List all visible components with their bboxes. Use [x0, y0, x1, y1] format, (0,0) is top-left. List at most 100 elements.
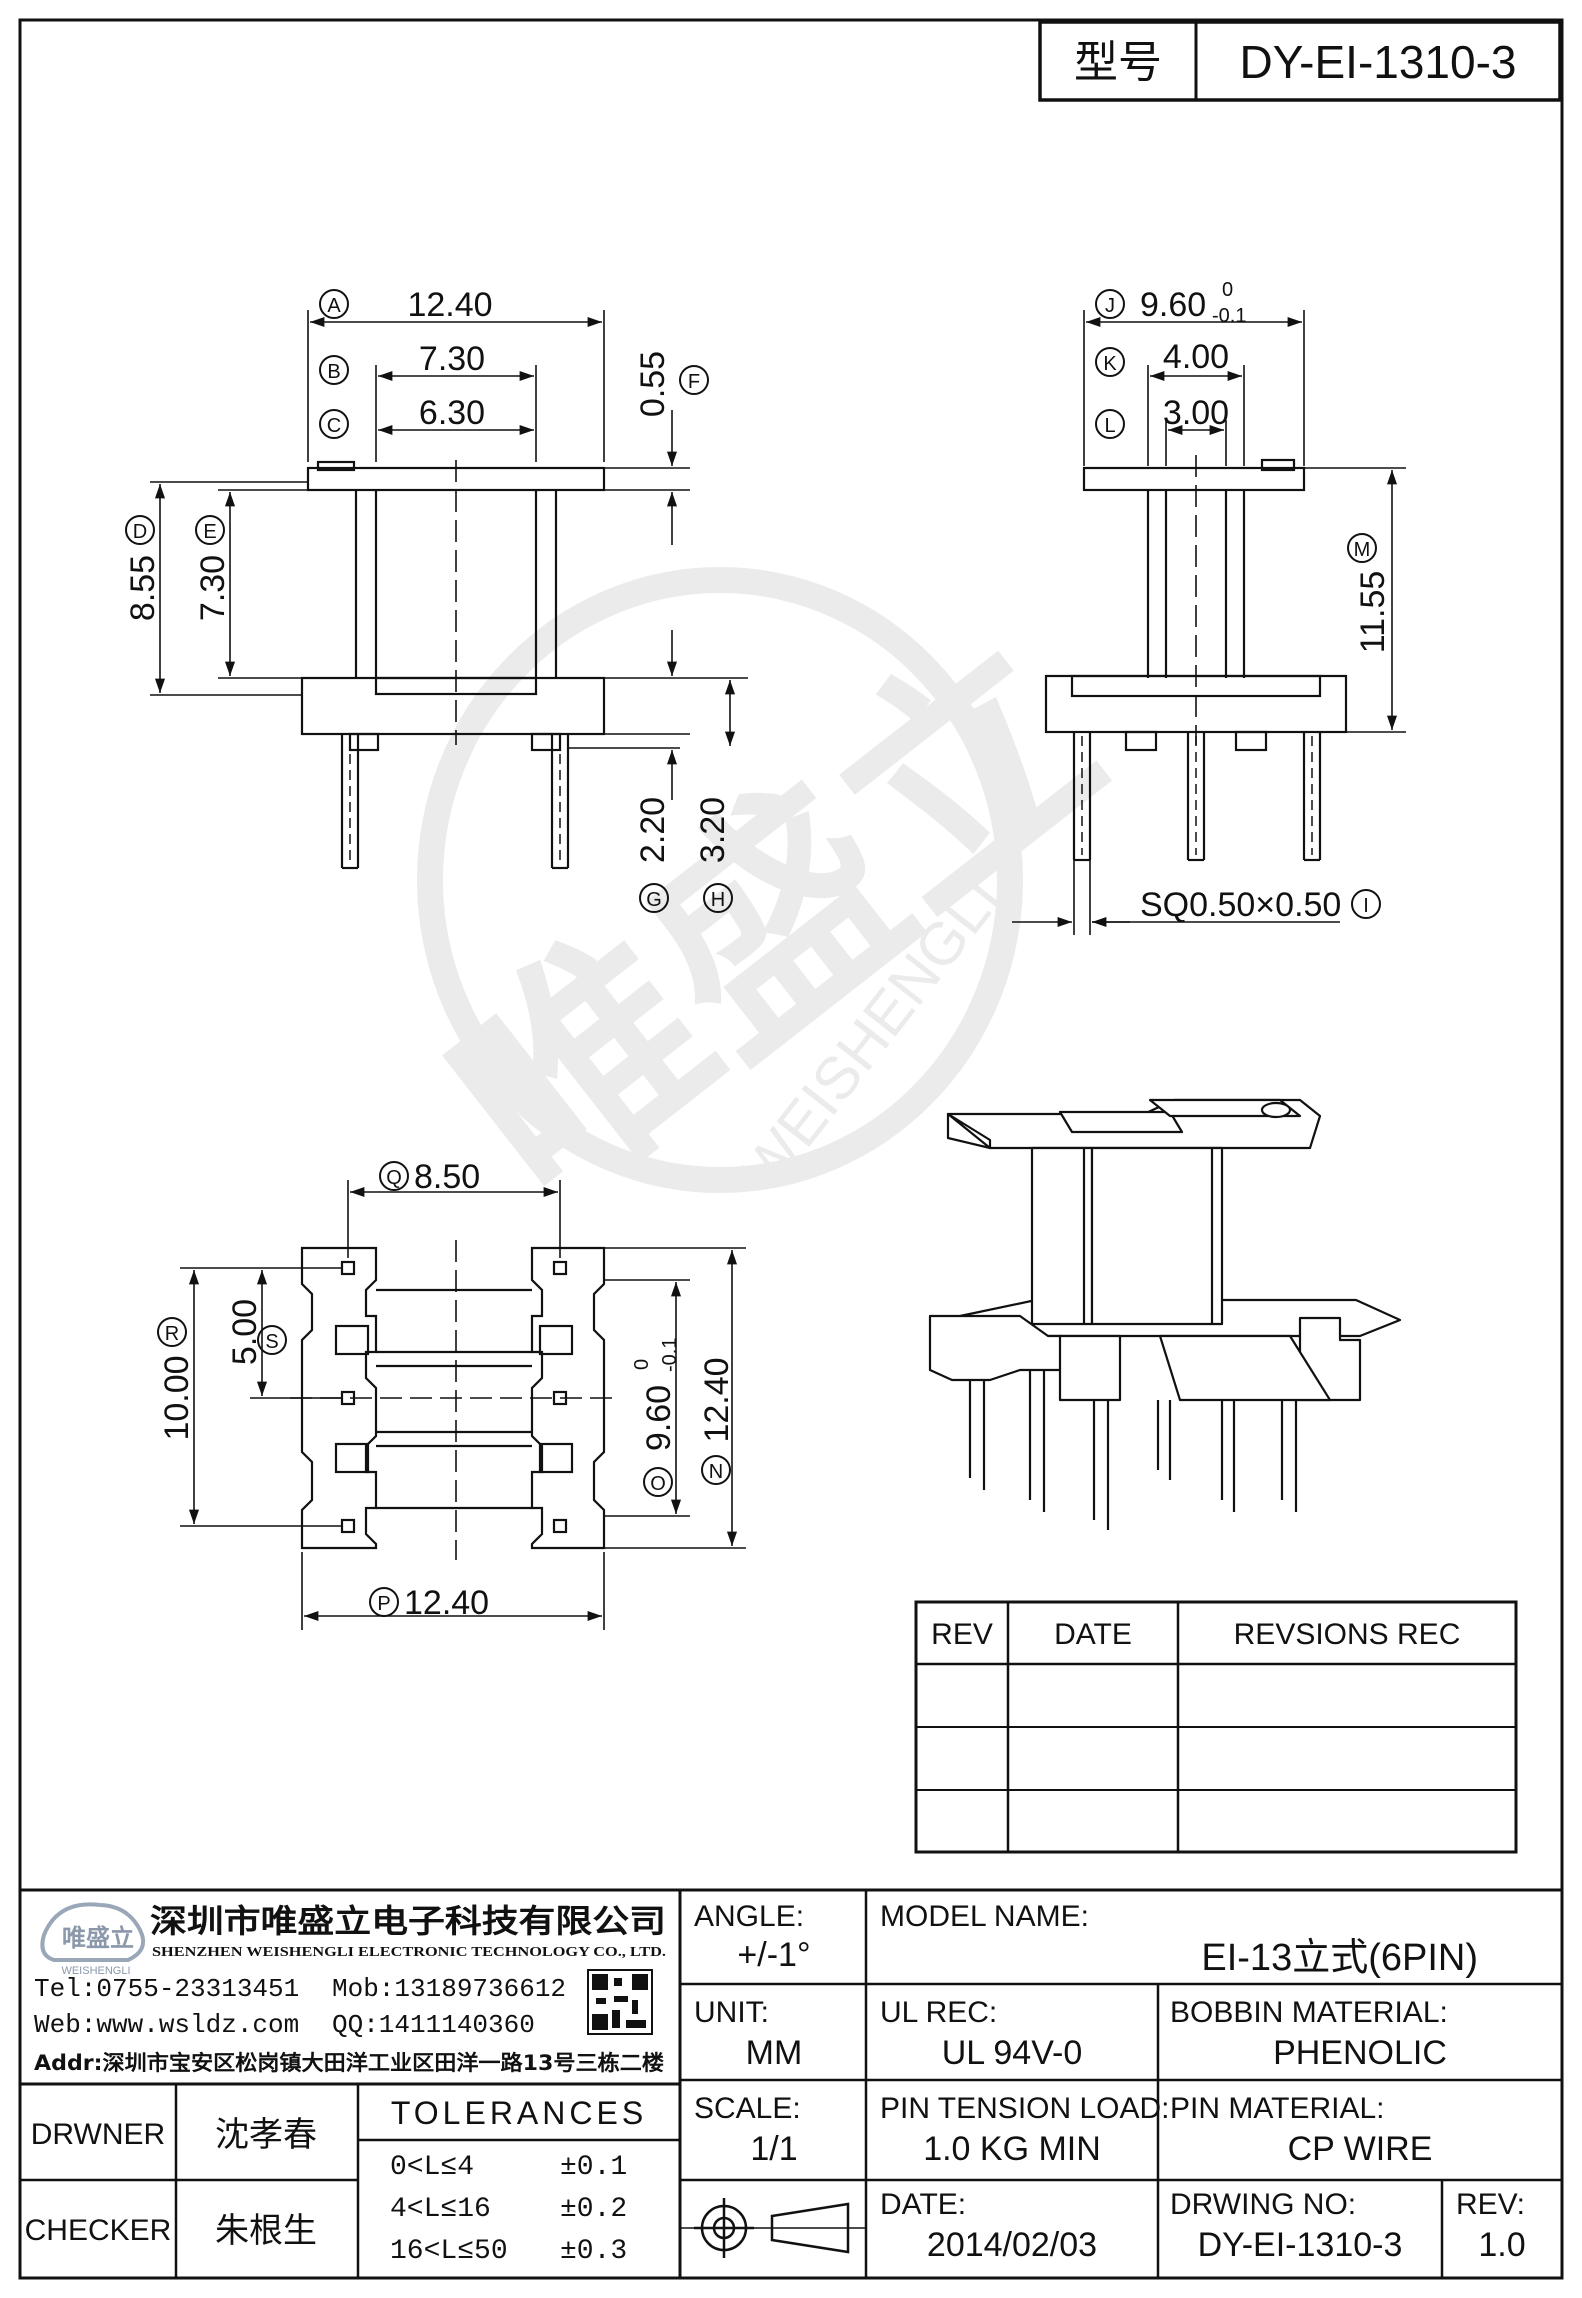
checker-name: 朱根生	[215, 2211, 317, 2251]
bobbin-material-value: PHENOLIC	[1273, 2034, 1447, 2072]
people-block: DRWNER 沈孝春 CHECKER 朱根生	[25, 2115, 317, 2251]
dim-j-tol-lower: -0.1	[1212, 305, 1246, 327]
company-name-en: SHENZHEN WEISHENGLI ELECTRONIC TECHNOLOG…	[152, 1945, 666, 1960]
dim-tag-s: S	[265, 1331, 278, 1353]
model-name-label: MODEL NAME:	[880, 1900, 1089, 1933]
unit-label: UNIT:	[694, 1996, 769, 2029]
rev-label: REV:	[1456, 2188, 1525, 2221]
date-value: 2014/02/03	[927, 2226, 1097, 2264]
dim-n-value: 12.40	[698, 1357, 736, 1442]
pin-material-value: CP WIRE	[1288, 2130, 1433, 2168]
scale-label: SCALE:	[694, 2092, 801, 2125]
dim-s-value: 5.00	[226, 1299, 264, 1365]
bottom-view	[290, 1240, 620, 1560]
angle-value: +/-1°	[737, 1936, 810, 1974]
dim-tag-j: J	[1105, 295, 1115, 317]
company-block: 唯盛立 WEISHENGLI 深圳市唯盛立电子科技有限公司 SHENZHEN W…	[34, 1902, 666, 2075]
dim-tag-l: L	[1104, 415, 1115, 437]
checker-label: CHECKER	[25, 2214, 172, 2247]
drawer-name: 沈孝春	[215, 2115, 317, 2155]
dim-g-value: 2.20	[634, 797, 672, 863]
dim-tag-r: R	[165, 1323, 179, 1345]
tolerance-block: TOLERANCES 0<L≤4 ±0.1 4<L≤16 ±0.2 16<L≤5…	[390, 2095, 647, 2267]
revision-table-headers: REV DATE REVSIONS REC	[931, 1618, 1460, 1651]
dim-tag-i: I	[1363, 895, 1369, 917]
rev-value: 1.0	[1478, 2226, 1525, 2264]
side-view	[1044, 455, 1348, 862]
dim-o-value: 9.60	[640, 1385, 678, 1451]
projection-symbol-icon	[694, 2198, 850, 2258]
model-label: 型号	[1074, 37, 1162, 88]
front-view-dims	[150, 310, 748, 800]
company-qq: QQ:1411140360	[332, 2010, 535, 2040]
rev-header-rev: REV	[931, 1618, 993, 1651]
dim-j-value: 9.60	[1140, 286, 1206, 324]
dim-m-value: 11.55	[1354, 571, 1392, 654]
logo-en: WEISHENGLI	[61, 1965, 130, 1977]
dim-c-value: 6.30	[419, 394, 485, 432]
company-mob: Mob:13189736612	[332, 1974, 566, 2004]
unit-value: MM	[746, 2034, 803, 2072]
dim-tag-c: C	[327, 415, 341, 437]
model-name-value: EI-13立式(6PIN)	[1201, 1937, 1478, 1979]
tolerance-range-1: 0<L≤4	[390, 2152, 474, 2183]
dim-e-value: 7.30	[194, 555, 232, 621]
bottom-view-dim-text: Q 8.50 P 12.40 R 10.00 S 5.00 O 9.60 0 -…	[157, 1158, 736, 1622]
dim-r-value: 10.00	[158, 1355, 196, 1440]
dim-o-tol-lower: -0.1	[659, 1338, 681, 1372]
dim-q-value: 8.50	[414, 1158, 480, 1196]
isometric-view	[928, 1098, 1402, 1530]
bottom-view-dims	[180, 1180, 746, 1630]
ul-rec-label: UL REC:	[880, 1996, 997, 2029]
dim-h-value: 3.20	[694, 797, 732, 863]
pin-material-label: PIN MATERIAL:	[1170, 2092, 1384, 2125]
bobbin-material-label: BOBBIN MATERIAL:	[1170, 1996, 1448, 2029]
company-web: Web:www.wsldz.com	[34, 2010, 299, 2040]
dim-tag-o: O	[650, 1473, 666, 1495]
dim-a-value: 12.40	[407, 286, 492, 324]
company-name-cn: 深圳市唯盛立电子科技有限公司	[150, 1902, 666, 1940]
tolerance-value-1: ±0.1	[560, 2152, 627, 2183]
dim-tag-e: E	[203, 521, 216, 543]
drawer-label: DRWNER	[31, 2118, 165, 2151]
model-number: DY-EI-1310-3	[1239, 36, 1516, 88]
title-block-lines	[20, 1888, 1562, 2278]
date-label: DATE:	[880, 2188, 966, 2221]
dim-tag-p: P	[377, 1593, 390, 1615]
side-view-dims	[1012, 310, 1406, 935]
dim-j-tol-upper: 0	[1222, 279, 1233, 301]
dim-tag-n: N	[709, 1461, 723, 1483]
drawing-frame	[18, 18, 1564, 2280]
revision-table	[914, 1600, 1518, 1854]
dim-tag-g: G	[646, 889, 662, 911]
dim-b-value: 7.30	[419, 340, 485, 378]
dim-f-value: 0.55	[634, 351, 672, 417]
pin-tension-label: PIN TENSION LOAD:	[880, 2092, 1170, 2125]
dim-tag-f: F	[688, 371, 700, 393]
tolerance-range-3: 16<L≤50	[390, 2236, 508, 2267]
dim-tag-b: B	[327, 361, 340, 383]
front-view-dim-text: A 12.40 B 7.30 C 6.30 D 8.55 E 7.30 F 0.…	[124, 286, 733, 913]
tolerance-range-2: 4<L≤16	[390, 2194, 491, 2225]
rev-header-date: DATE	[1054, 1618, 1132, 1651]
angle-label: ANGLE:	[694, 1900, 804, 1933]
dim-tag-q: Q	[386, 1167, 402, 1189]
scale-value: 1/1	[750, 2130, 797, 2168]
dim-tag-m: M	[1354, 539, 1371, 561]
dim-tag-h: H	[711, 889, 725, 911]
drawing-no-value: DY-EI-1310-3	[1198, 2226, 1403, 2264]
spec-block: ANGLE: +/-1° UNIT: MM SCALE: 1/1 MODEL N…	[694, 1900, 1526, 2264]
tolerance-value-2: ±0.2	[560, 2194, 627, 2225]
logo-cn: 唯盛立	[62, 1924, 134, 1952]
pin-tension-value: 1.0 KG MIN	[923, 2130, 1101, 2168]
drawing-no-label: DRWING NO:	[1170, 2188, 1356, 2221]
qr-code-icon	[587, 1969, 653, 2035]
side-view-dim-text: J 9.60 0 -0.1 K 4.00 L 3.00 M 11.55 SQ0.…	[1095, 279, 1392, 924]
front-view	[300, 460, 606, 870]
ul-rec-value: UL 94V-0	[942, 2034, 1083, 2072]
tolerance-title: TOLERANCES	[391, 2095, 647, 2131]
dim-tag-k: K	[1103, 353, 1117, 375]
dim-tag-a: A	[327, 295, 341, 317]
dim-i-value: SQ0.50×0.50	[1140, 886, 1341, 924]
dim-l-value: 3.00	[1163, 394, 1229, 432]
